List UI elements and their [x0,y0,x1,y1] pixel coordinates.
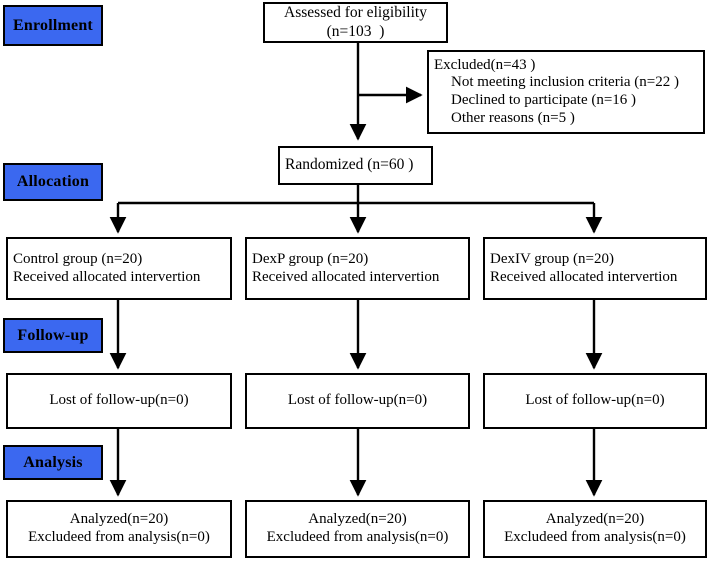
node-analysis-dexiv-analyzed: Analyzed(n=20) [545,511,645,528]
node-excluded-reason-criteria: Not meeting inclusion criteria (n=22 ) [451,74,679,91]
node-allocation-dexiv-title: DexIV group (n=20) [490,250,614,267]
node-assessed-for-eligibility: Assessed for eligibility (n=103 ) [263,2,448,43]
node-allocation-control-title: Control group (n=20) [13,250,143,267]
node-analysis-control-excluded: Excludeed from analysis(n=0) [28,529,210,545]
stage-badge-analysis: Analysis [3,445,103,480]
node-excluded: Excluded(n=43 ) Not meeting inclusion cr… [427,50,705,134]
node-assessed-line-2: (n=103 ) [326,22,385,40]
stage-badge-enrollment: Enrollment [3,5,103,46]
stage-badge-followup-label: Follow-up [17,326,89,344]
node-allocation-control-detail: Received allocated intervertion [13,268,201,285]
node-followup-dexp-label: Lost of follow-up(n=0) [287,392,428,409]
node-analysis-control: Analyzed(n=20) Excludeed from analysis(n… [6,500,232,558]
node-followup-dexiv: Lost of follow-up(n=0) [483,373,707,429]
stage-badge-allocation: Allocation [3,163,103,201]
stage-badge-analysis-label: Analysis [23,453,83,471]
node-analysis-dexiv: Analyzed(n=20) Excludeed from analysis(n… [483,500,707,558]
node-allocation-dexiv: DexIV group (n=20) Received allocated in… [483,237,707,300]
node-followup-dexp: Lost of follow-up(n=0) [245,373,470,429]
node-analysis-dexp-analyzed: Analyzed(n=20) [308,511,407,528]
node-assessed-line-1: Assessed for eligibility [284,4,427,22]
node-allocation-dexp-title: DexP group (n=20) [252,250,369,267]
node-analysis-dexp-excluded: Excludeed from analysis(n=0) [266,529,449,545]
node-randomized-label: Randomized (n=60 ) [285,156,414,174]
node-allocation-dexp-detail: Received allocated intervertion [252,268,440,285]
node-excluded-reason-other: Other reasons (n=5 ) [451,109,575,126]
stage-badge-followup: Follow-up [3,318,103,353]
node-followup-control: Lost of follow-up(n=0) [6,373,232,429]
node-analysis-dexiv-excluded: Excludeed from analysis(n=0) [504,529,686,545]
node-allocation-dexiv-detail: Received allocated intervertion [490,268,678,285]
node-excluded-total: Excluded(n=43 ) [434,56,536,73]
node-analysis-control-analyzed: Analyzed(n=20) [69,511,169,528]
node-analysis-dexp: Analyzed(n=20) Excludeed from analysis(n… [245,500,470,558]
node-excluded-reason-declined: Declined to participate (n=16 ) [451,92,637,108]
node-allocation-control: Control group (n=20) Received allocated … [6,237,232,300]
node-allocation-dexp: DexP group (n=20) Received allocated int… [245,237,470,300]
stage-badge-allocation-label: Allocation [16,173,90,190]
node-followup-control-label: Lost of follow-up(n=0) [49,392,189,409]
node-followup-dexiv-label: Lost of follow-up(n=0) [525,392,665,409]
node-randomized: Randomized (n=60 ) [278,146,433,185]
stage-badge-enrollment-label: Enrollment [13,16,93,34]
